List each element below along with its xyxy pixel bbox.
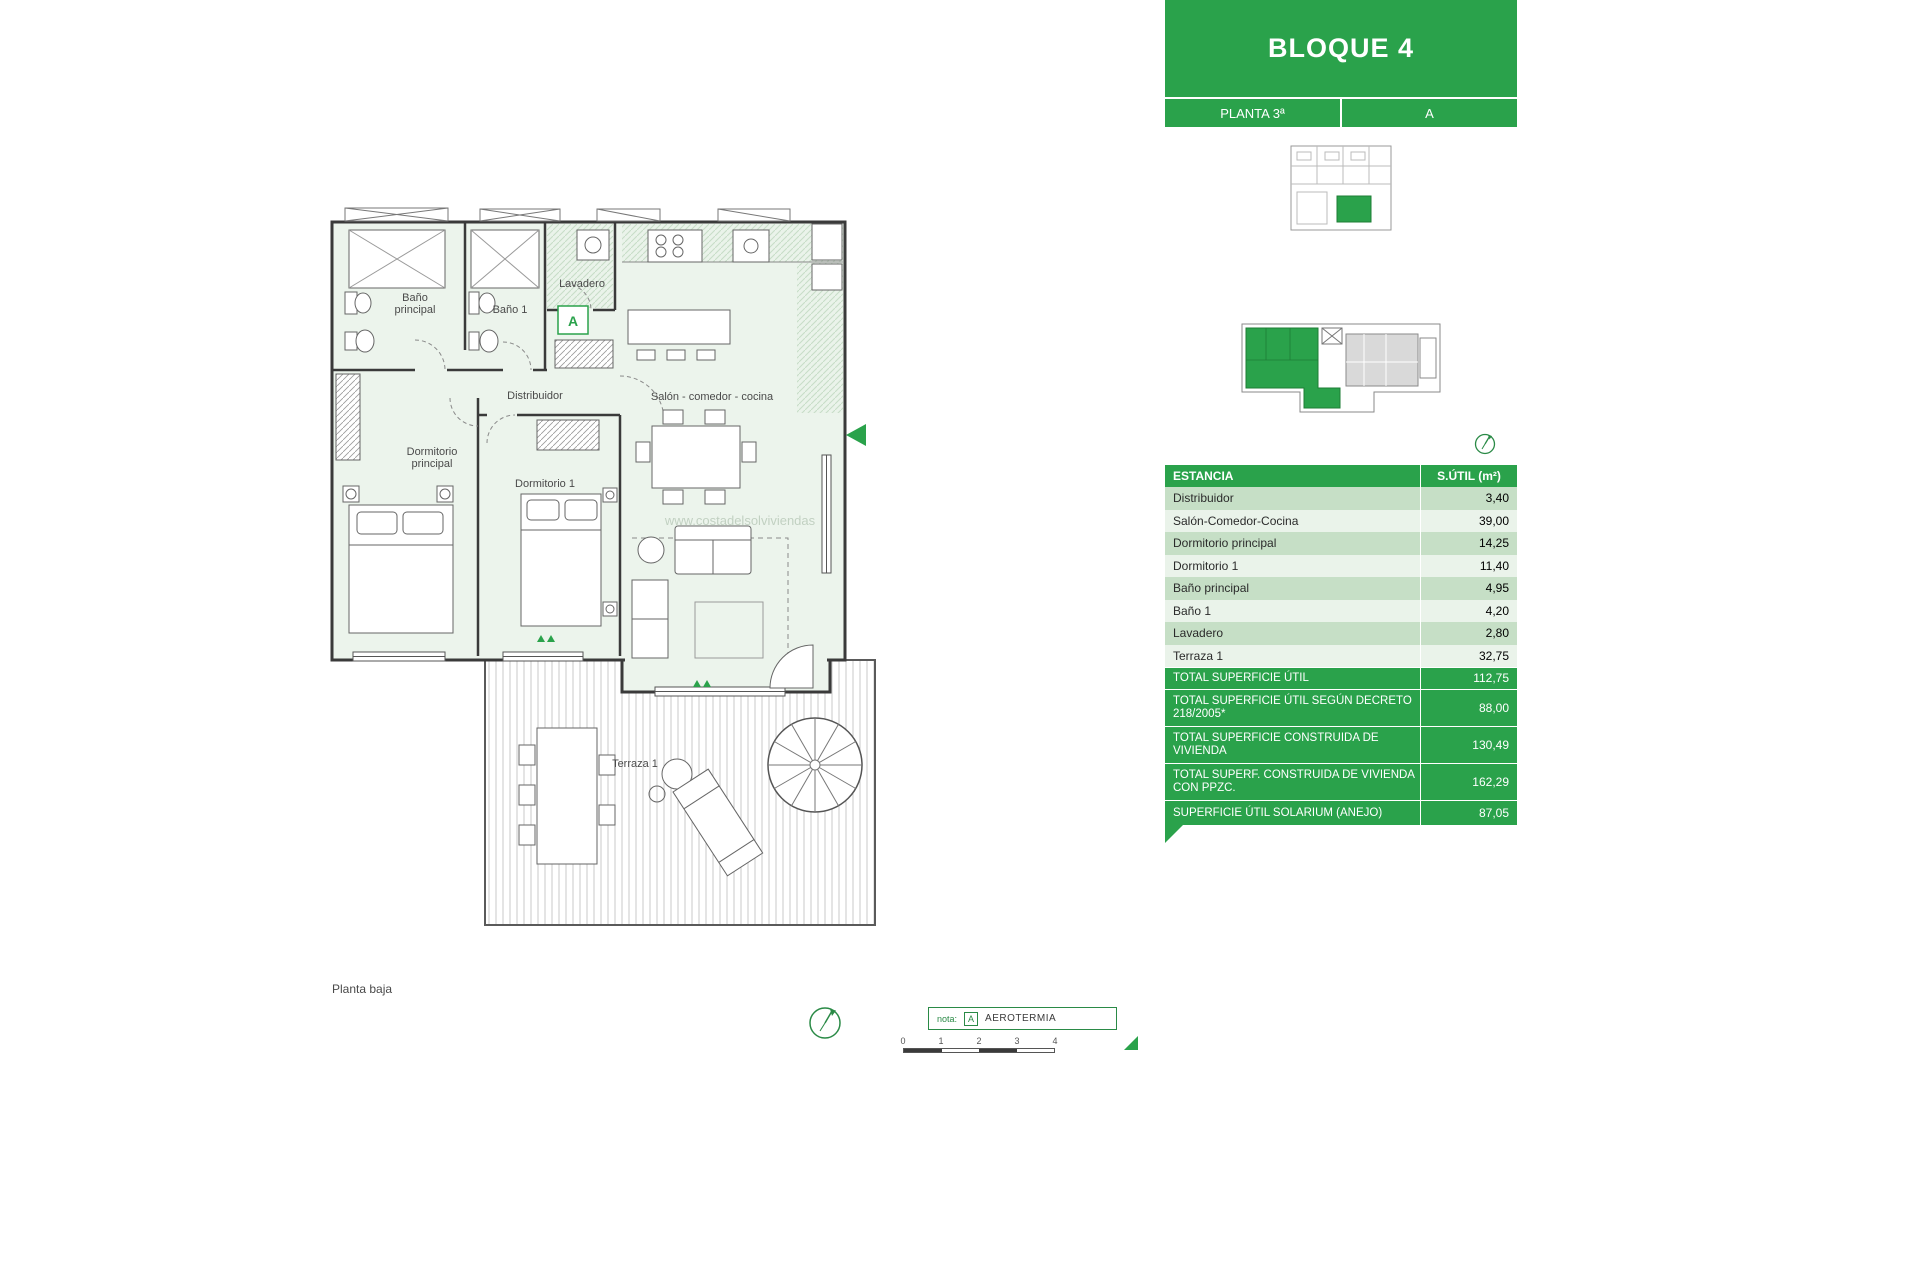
label-bano-1: Baño 1 <box>493 304 528 316</box>
windows <box>352 454 832 697</box>
door-swings <box>414 283 789 658</box>
floor-plan-thumbnail <box>1165 290 1517 425</box>
site-plan-thumbnail <box>1165 140 1517 240</box>
window-boxes <box>344 207 791 222</box>
table-row: Lavadero 2,80 <box>1165 622 1517 645</box>
scale-tick: 2 <box>976 1036 982 1046</box>
floor-plan: A <box>330 207 876 926</box>
aerotermia-marker-label: A <box>568 313 578 329</box>
scale-tick: 1 <box>938 1036 944 1046</box>
table-row: Distribuidor 3,40 <box>1165 487 1517 510</box>
label-dormitorio-principal: Dormitorio <box>407 446 458 458</box>
plan-caption: Planta baja <box>332 982 393 996</box>
spiral-staircase <box>767 717 863 813</box>
table-row: Baño 1 4,20 <box>1165 599 1517 622</box>
dining-table <box>635 409 757 505</box>
threshold-marks <box>537 635 711 687</box>
col-sutil: S.ÚTIL (m²) <box>1420 465 1517 487</box>
info-panel: BLOQUE 4 PLANTA 3ª A <box>1165 0 1517 860</box>
total-row: TOTAL SUPERF. CONSTRUIDA DE VIVIENDA CON… <box>1165 763 1517 800</box>
north-compass-icon <box>809 1007 841 1039</box>
laundry-fixtures <box>554 229 614 369</box>
unit-label: A <box>1340 99 1517 127</box>
areas-table: ESTANCIA S.ÚTIL (m²) Distribuidor 3,40 S… <box>1165 465 1517 825</box>
label-lavadero: Lavadero <box>559 278 605 290</box>
panel-subheader: PLANTA 3ª A <box>1165 97 1517 127</box>
floor-label: PLANTA 3ª <box>1220 105 1285 121</box>
scale-tick: 0 <box>900 1036 906 1046</box>
highlighted-unit <box>1336 195 1372 223</box>
svg-text:principal: principal <box>395 304 436 316</box>
label-bano-principal: Baño <box>402 292 428 304</box>
total-row: SUPERFICIE ÚTIL SOLARIUM (ANEJO) 87,05 <box>1165 800 1517 825</box>
highlighted-unit <box>1245 327 1341 409</box>
terrace-furniture <box>518 727 764 877</box>
panel-header: BLOQUE 4 <box>1165 0 1517 97</box>
entrance-arrow <box>846 424 866 446</box>
scale-tick: 4 <box>1052 1036 1058 1046</box>
bathroom-1-fixtures <box>468 229 540 353</box>
nota-label: nota: <box>937 1013 958 1024</box>
label-distribuidor: Distribuidor <box>507 390 563 402</box>
panel-compass-icon <box>1474 433 1496 455</box>
watermark: www.costadelsolviviendas <box>664 513 816 528</box>
bedroom-1-furniture <box>520 419 618 627</box>
master-bedroom-furniture <box>335 373 454 634</box>
total-row: TOTAL SUPERFICIE CONSTRUIDA DE VIVIENDA … <box>1165 726 1517 763</box>
kitchen <box>622 223 843 361</box>
scale-bar: 0 1 2 3 4 <box>900 1036 1078 1054</box>
scale-tick: 3 <box>1014 1036 1020 1046</box>
scale-arrow <box>1124 1036 1138 1050</box>
table-header-row: ESTANCIA S.ÚTIL (m²) <box>1165 465 1517 487</box>
table-row: Baño principal 4,95 <box>1165 577 1517 600</box>
bathroom-principal-fixtures <box>344 229 446 353</box>
sun-lounger <box>672 768 764 877</box>
table-row: Dormitorio principal 14,25 <box>1165 532 1517 555</box>
svg-text:principal: principal <box>412 458 453 470</box>
panel-corner-fold <box>1165 825 1183 843</box>
label-terraza-1: Terraza 1 <box>612 758 658 770</box>
total-row: TOTAL SUPERFICIE ÚTIL 112,75 <box>1165 667 1517 689</box>
sofa-area <box>631 525 814 689</box>
block-title: BLOQUE 4 <box>1267 33 1415 63</box>
label-salon: Salón - comedor - cocina <box>651 391 774 403</box>
nota-legend: nota: A AEROTERMIA <box>928 1007 1117 1030</box>
label-dormitorio-1: Dormitorio 1 <box>515 478 575 490</box>
nota-text: AEROTERMIA <box>985 1013 1057 1024</box>
nota-marker-a: A <box>964 1011 979 1026</box>
aerotermia-marker: A <box>557 305 589 335</box>
total-row: TOTAL SUPERFICIE ÚTIL SEGÚN DECRETO 218/… <box>1165 689 1517 726</box>
table-row: Dormitorio 1 11,40 <box>1165 554 1517 577</box>
col-estancia: ESTANCIA <box>1173 469 1234 483</box>
table-row: Salón-Comedor-Cocina 39,00 <box>1165 509 1517 532</box>
room-labels: Baño principal Baño 1 Lavadero Distribui… <box>395 278 775 770</box>
interior-walls <box>332 222 622 656</box>
wall-opening <box>625 656 827 664</box>
table-row: Terraza 1 32,75 <box>1165 644 1517 667</box>
scale-bar-segments <box>903 1048 1055 1053</box>
